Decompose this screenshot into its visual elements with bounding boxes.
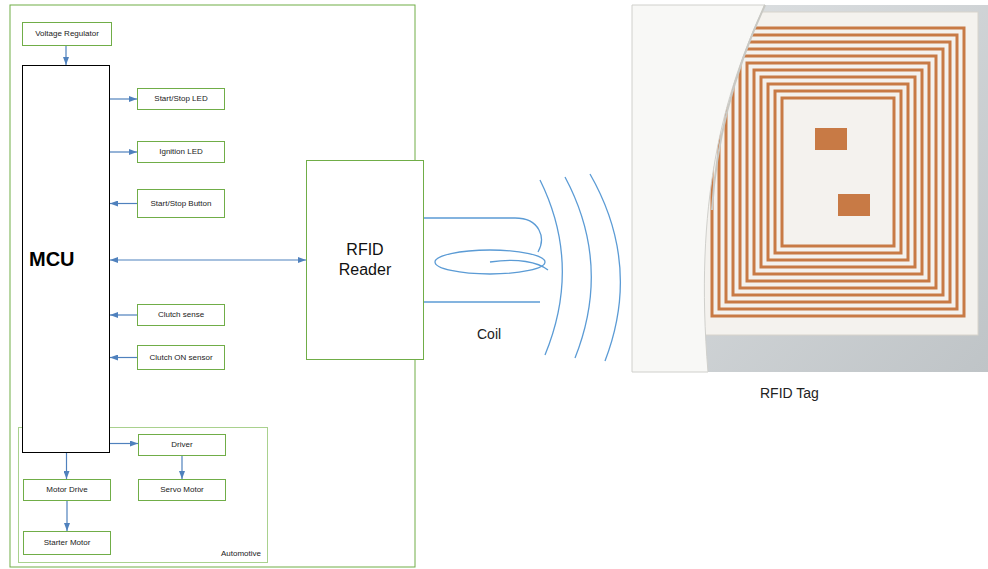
led-box: Start/Stop LED [137, 88, 225, 110]
rfid-tag-photo [632, 5, 988, 372]
region-label: Automotive [221, 549, 261, 558]
box-label: MCU [29, 247, 75, 271]
led-box: Ignition LED [137, 141, 225, 163]
connector-arrow [65, 46, 66, 65]
connector-arrow [110, 259, 306, 260]
box-label: Voltage Regulator [35, 29, 99, 38]
mcu-box: MCU [22, 65, 110, 453]
figure-caption: RFID Tag [760, 385, 819, 402]
box-label: Clutch ON sensor [149, 353, 212, 362]
connector-arrow [110, 314, 137, 315]
box-label: Clutch sense [158, 310, 204, 319]
connector-arrow [110, 98, 137, 99]
connector-arrow [110, 443, 138, 444]
motor-box: Servo Motor [138, 479, 226, 501]
sensor-box: Clutch ON sensor [137, 345, 225, 370]
connector-arrow [110, 203, 137, 204]
driver-box: Motor Drive [23, 479, 111, 501]
connector-arrow [110, 357, 137, 358]
connector-arrow [181, 456, 182, 479]
box-label: Driver [171, 440, 192, 449]
button-box: Start/Stop Button [137, 189, 225, 218]
coil-label: Coil [477, 326, 501, 343]
motor-box: Starter Motor [23, 531, 111, 555]
coil-symbol [424, 174, 620, 361]
box-label: Start/Stop LED [154, 94, 207, 103]
box-label: Starter Motor [44, 538, 91, 547]
connector-arrow [66, 501, 67, 531]
driver-box: Driver [138, 434, 226, 456]
box-label: Motor Drive [46, 485, 87, 494]
sensor-box: Clutch sense [137, 304, 225, 326]
connector-arrow [66, 453, 67, 479]
box-label: Servo Motor [160, 485, 204, 494]
connector-arrow [110, 151, 137, 152]
regulator-box: Voltage Regulator [22, 22, 112, 46]
reader-box: RFID Reader [306, 160, 424, 360]
box-label: Start/Stop Button [151, 199, 212, 208]
box-label: RFID Reader [330, 240, 400, 280]
box-label: Ignition LED [159, 147, 203, 156]
